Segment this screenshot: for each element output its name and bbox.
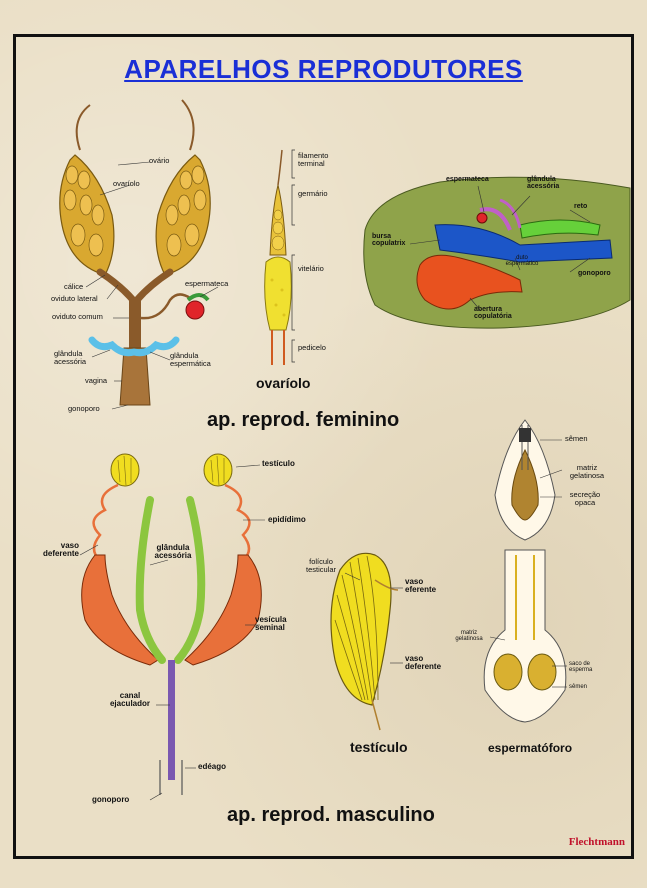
left-seminal-vesicle	[82, 555, 158, 665]
label-semen-2: sêmen	[569, 684, 587, 690]
detail-label-duto: duto espermático	[503, 255, 541, 268]
spermatophore-drawing	[484, 420, 567, 722]
label-calice: cálice	[64, 283, 83, 291]
detail-label-glandula: glândula acessória	[527, 176, 571, 191]
label-glandula-acessoria-m: glândula acessória	[148, 544, 198, 561]
label-glandula-espermatica: glândula espermática	[170, 352, 228, 368]
label-vaso-deferente-2: vaso deferente	[405, 655, 459, 672]
vagina-shape	[120, 348, 150, 405]
label-semen: sêmen	[565, 435, 588, 443]
label-glandula-acessoria-f: glândula acessória	[54, 350, 102, 366]
male-system-drawing	[80, 454, 265, 800]
male-section-label: ap. reprod. masculino	[227, 805, 435, 826]
spermatophore-bottom	[484, 550, 566, 722]
label-ovariolo: ovaríolo	[113, 180, 140, 188]
spermatophore-caption: espermatóforo	[488, 742, 572, 755]
label-canal-ejaculador: canal ejaculador	[106, 692, 154, 709]
credit-text: Flechtmann	[569, 836, 625, 848]
detail-label-abertura: abertura copulatória	[474, 306, 526, 321]
label-germario: germário	[298, 190, 328, 198]
label-vitelario: vitelário	[298, 265, 324, 273]
label-vaso-deferente: vaso deferente	[25, 542, 79, 559]
ovariole-drawing	[265, 150, 295, 365]
testicle-caption: testículo	[350, 740, 408, 755]
spermatheca	[186, 301, 204, 319]
female-section-label: ap. reprod. feminino	[207, 410, 399, 431]
label-vagina: vagina	[85, 377, 107, 385]
label-gonoporo-m: gonoporo	[92, 796, 129, 804]
label-pedicelo: pedicelo	[298, 344, 326, 352]
ejaculatory-duct	[168, 660, 175, 780]
detail-label-bursa: bursa copulatrix	[372, 233, 414, 248]
label-testiculo: testículo	[262, 460, 295, 468]
label-espermateca: espermateca	[185, 280, 228, 288]
label-filamento-terminal: filamento terminal	[298, 152, 344, 168]
label-matriz-gelatinosa: matriz gelatinosa	[565, 464, 609, 480]
detail-label-gonoporo: gonoporo	[578, 270, 611, 277]
label-vaso-eferente: vaso eferente	[405, 578, 445, 595]
label-saco-esperma: saco de esperma	[569, 661, 605, 674]
label-epididimo: epidídimo	[268, 516, 306, 524]
label-foliculo: folículo testicular	[298, 558, 344, 574]
label-oviduto-comum: oviduto comum	[52, 313, 103, 321]
detail-label-reto: reto	[574, 203, 587, 210]
label-edeago: edéago	[198, 763, 226, 771]
detail-label-espermateca: espermateca	[446, 176, 489, 183]
testicle-detail-drawing	[331, 553, 403, 730]
label-matriz-small: matriz gelatinosa	[450, 630, 488, 643]
ovariole-caption: ovaríolo	[256, 376, 310, 391]
label-vesicula-seminal: vesícula seminal	[255, 616, 307, 633]
label-ovario: ovário	[149, 157, 169, 165]
label-secrecao-opaca: secreção opaca	[565, 491, 605, 507]
label-oviduto-lateral: oviduto lateral	[51, 295, 98, 303]
label-gonoporo-f: gonoporo	[68, 405, 100, 413]
